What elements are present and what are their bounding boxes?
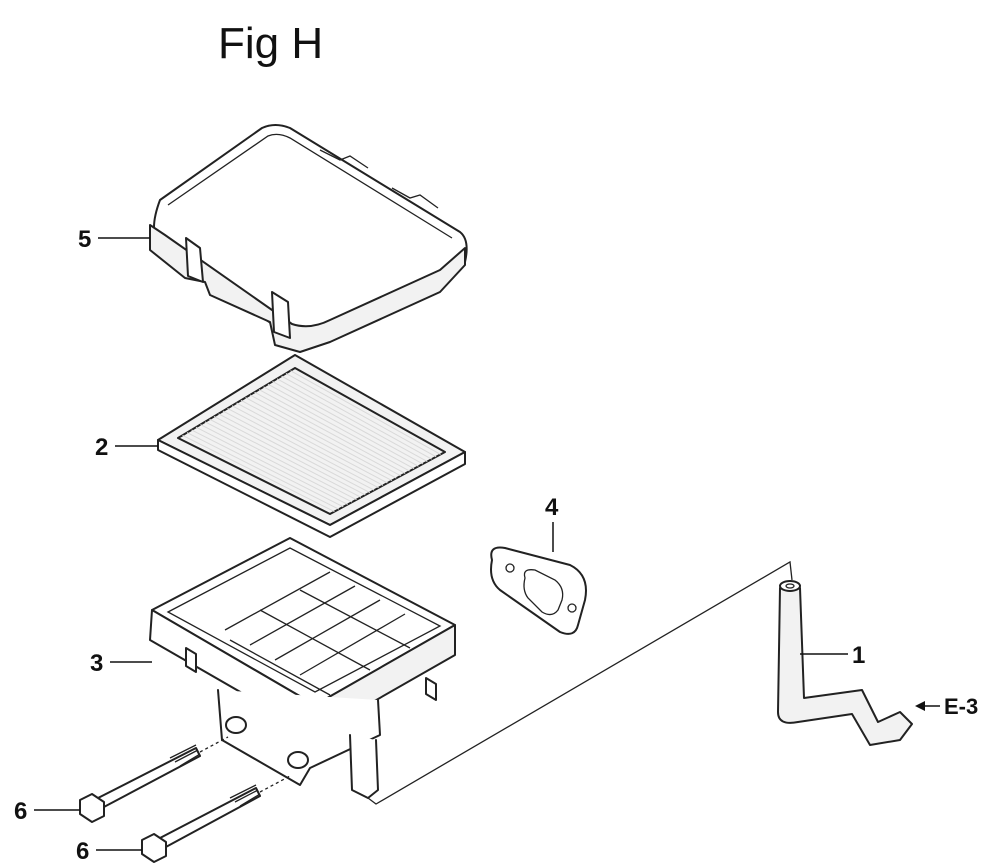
- callout-2-label: 2: [95, 434, 108, 461]
- tube: [777, 580, 913, 746]
- gasket: [490, 546, 587, 635]
- air-cleaner-case: [149, 537, 456, 799]
- filter-pleats: [182, 370, 441, 513]
- callout-4-label: 4: [545, 494, 559, 521]
- callout-1-label: 1: [852, 642, 865, 669]
- reference-arrow: [915, 701, 940, 711]
- callout-6a-label: 6: [14, 798, 27, 825]
- callout-5-label: 5: [78, 226, 91, 253]
- callout-3-label: 3: [90, 650, 103, 677]
- bolt-lower: [141, 775, 291, 863]
- air-cleaner-cover: [149, 124, 468, 353]
- air-filter-element: [157, 354, 466, 538]
- connection-line: [367, 560, 793, 805]
- reference-label: E-3: [944, 694, 978, 719]
- figure-title: Fig H: [218, 19, 323, 68]
- bolt-upper: [79, 736, 229, 823]
- callout-6b-label: 6: [76, 838, 89, 865]
